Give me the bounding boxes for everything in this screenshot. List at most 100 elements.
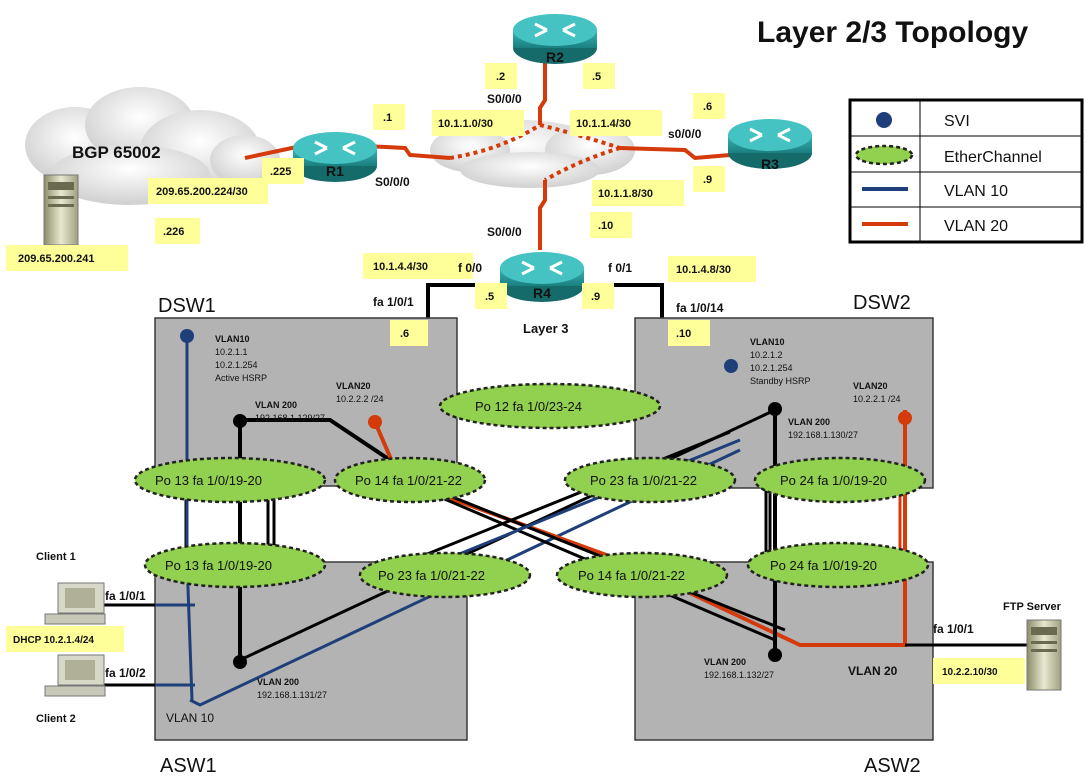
- po12-channel: [438, 382, 662, 430]
- client1-ip-box: [6, 626, 124, 652]
- diagram-title: Layer 2/3 Topology: [757, 16, 1028, 49]
- po13-asw1-label: Po 13 fa 1/0/19-20: [165, 558, 272, 573]
- dsw1-vlan10-ip2: 10.2.1.254: [215, 360, 258, 370]
- po13-dsw1-channel: [133, 456, 327, 504]
- dsw2-vlan10-role: Standby HSRP: [750, 376, 811, 386]
- svg-text:10.1.1.4/30: 10.1.1.4/30: [576, 118, 631, 130]
- po24-dsw2-channel: [753, 456, 927, 504]
- svg-text:10.1.4.8/30: 10.1.4.8/30: [676, 264, 731, 276]
- svi-legend-icon: [876, 112, 892, 128]
- po14-dsw1-label: Po 14 fa 1/0/21-22: [355, 473, 462, 488]
- dsw1-vlan10-ip1: 10.2.1.1: [215, 347, 248, 357]
- asw1-vlan10-label: VLAN 10: [166, 711, 214, 725]
- client2-icon[interactable]: [44, 654, 106, 697]
- asw2-name: ASW2: [864, 755, 921, 777]
- router-r2-label: R2: [546, 49, 564, 65]
- po13-dsw1-label: Po 13 fa 1/0/19-20: [155, 473, 262, 488]
- svg-text:.10: .10: [676, 328, 691, 340]
- svg-text:.6: .6: [703, 101, 712, 113]
- po24-asw2-label: Po 24 fa 1/0/19-20: [770, 558, 877, 573]
- wan-cloud: [430, 120, 635, 188]
- dsw2-vlan10-ip1: 10.2.1.2: [750, 350, 783, 360]
- router-r1-label: R1: [326, 163, 344, 179]
- dsw1-vlan10-role: Active HSRP: [215, 373, 267, 383]
- router-r1-icon[interactable]: R1: [293, 132, 377, 182]
- dsw1-vlan200-ip: 192.168.1.129/27: [255, 413, 325, 423]
- client1-ip: DHCP 10.2.1.4/24: [13, 635, 94, 646]
- legend-svi-label: SVI: [944, 113, 970, 130]
- po14-asw2-channel: [555, 551, 729, 599]
- asw2-vlan200-svi: [768, 648, 782, 662]
- dsw1-name: DSW1: [158, 295, 216, 317]
- dsw1-vlan200-svi: [233, 414, 247, 428]
- po23-dsw2-channel: [563, 456, 737, 504]
- bgp-label: BGP 65002: [72, 143, 161, 162]
- client1-icon[interactable]: [44, 582, 106, 625]
- dsw1-vlan20-svi: [368, 415, 382, 429]
- dsw2-vlan200-title: VLAN 200: [788, 417, 830, 427]
- dsw2-vlan10-svi: [724, 359, 738, 373]
- asw2-vlan20-label: VLAN 20: [848, 664, 898, 678]
- client2-name: Client 2: [36, 713, 76, 725]
- ftp-server-name: FTP Server: [1003, 601, 1062, 613]
- svg-text:.5: .5: [485, 291, 494, 303]
- legend-etherchannel-label: EtherChannel: [944, 149, 1042, 166]
- svg-text:10.1.4.4/30: 10.1.4.4/30: [373, 261, 428, 273]
- po23-asw1-label: Po 23 fa 1/0/21-22: [378, 568, 485, 583]
- dsw2-vlan10-ip2: 10.2.1.254: [750, 363, 793, 373]
- svg-text:10.1.1.8/30: 10.1.1.8/30: [598, 188, 653, 200]
- po23-asw1-channel: [358, 551, 532, 599]
- po12-label: Po 12 fa 1/0/23-24: [475, 399, 582, 414]
- po24-dsw2-label: Po 24 fa 1/0/19-20: [780, 473, 887, 488]
- dsw2-vlan10-title: VLAN10: [750, 337, 785, 347]
- r2-s000-label: S0/0/0: [487, 92, 522, 106]
- r3-s000-label: s0/0/0: [668, 127, 702, 141]
- asw1-vlan200-title: VLAN 200: [257, 677, 299, 687]
- asw1-name: ASW1: [160, 755, 217, 777]
- legend-vlan20-label: VLAN 20: [944, 218, 1008, 235]
- po24-asw2-channel: [746, 541, 930, 589]
- po14-dsw1-channel: [333, 456, 487, 504]
- router-r4-icon[interactable]: R4: [500, 252, 584, 302]
- asw2-vlan200-ip: 192.168.1.132/27: [704, 670, 774, 680]
- dsw1-vlan20-ip: 10.2.2.2 /24: [336, 394, 384, 404]
- svg-text:.2: .2: [496, 71, 505, 83]
- po14-asw2-label: Po 14 fa 1/0/21-22: [578, 568, 685, 583]
- layer3-label: Layer 3: [523, 321, 569, 336]
- ftp-ip-box: [933, 658, 1025, 684]
- dsw2-vlan20-svi: [898, 411, 912, 425]
- po13-asw1-channel: [143, 541, 327, 589]
- asw2-vlan200-title: VLAN 200: [704, 657, 746, 667]
- dsw2-vlan200-svi: [768, 402, 782, 416]
- router-r2-icon[interactable]: R2: [513, 14, 597, 65]
- svg-text:.6: .6: [400, 328, 409, 340]
- dsw1-vlan10-svi: [180, 329, 194, 343]
- r4-s000-label: S0/0/0: [487, 225, 522, 239]
- ftp-server-icon[interactable]: [1026, 619, 1062, 691]
- client1-port: fa 1/0/1: [105, 589, 146, 603]
- dsw1-fa101-label: fa 1/0/1: [373, 295, 414, 309]
- dsw2-vlan20-ip: 10.2.2.1 /24: [853, 394, 901, 404]
- svg-text:10.1.1.0/30: 10.1.1.0/30: [438, 118, 493, 130]
- svg-text:.9: .9: [703, 174, 712, 186]
- svg-text:209.65.200.241: 209.65.200.241: [18, 253, 94, 265]
- svg-text:.10: .10: [598, 220, 613, 232]
- router-r3-icon[interactable]: R3: [728, 119, 812, 172]
- svg-text:.5: .5: [592, 71, 601, 83]
- router-r3-label: R3: [761, 156, 779, 172]
- svg-text:.9: .9: [591, 291, 600, 303]
- client1-name: Client 1: [36, 551, 76, 563]
- svg-text:209.65.200.224/30: 209.65.200.224/30: [156, 186, 248, 198]
- etherchannels: [133, 382, 930, 599]
- isp-server-icon: [43, 174, 79, 246]
- dsw2-fa1014-label: fa 1/0/14: [676, 301, 724, 315]
- client2-port: fa 1/0/2: [105, 666, 146, 680]
- dsw1-vlan10-title: VLAN10: [215, 334, 250, 344]
- ip-labels: .1 .225 209.65.200.224/30 .226 209.65.20…: [6, 63, 756, 346]
- svg-text:.226: .226: [163, 226, 184, 238]
- legend-vlan10-label: VLAN 10: [944, 183, 1008, 200]
- dsw1-vlan20-title: VLAN20: [336, 381, 371, 391]
- dsw2-vlan200-ip: 192.168.1.130/27: [788, 430, 858, 440]
- etherchannel-legend-icon: [854, 144, 914, 166]
- r1-s000-label: S0/0/0: [375, 175, 410, 189]
